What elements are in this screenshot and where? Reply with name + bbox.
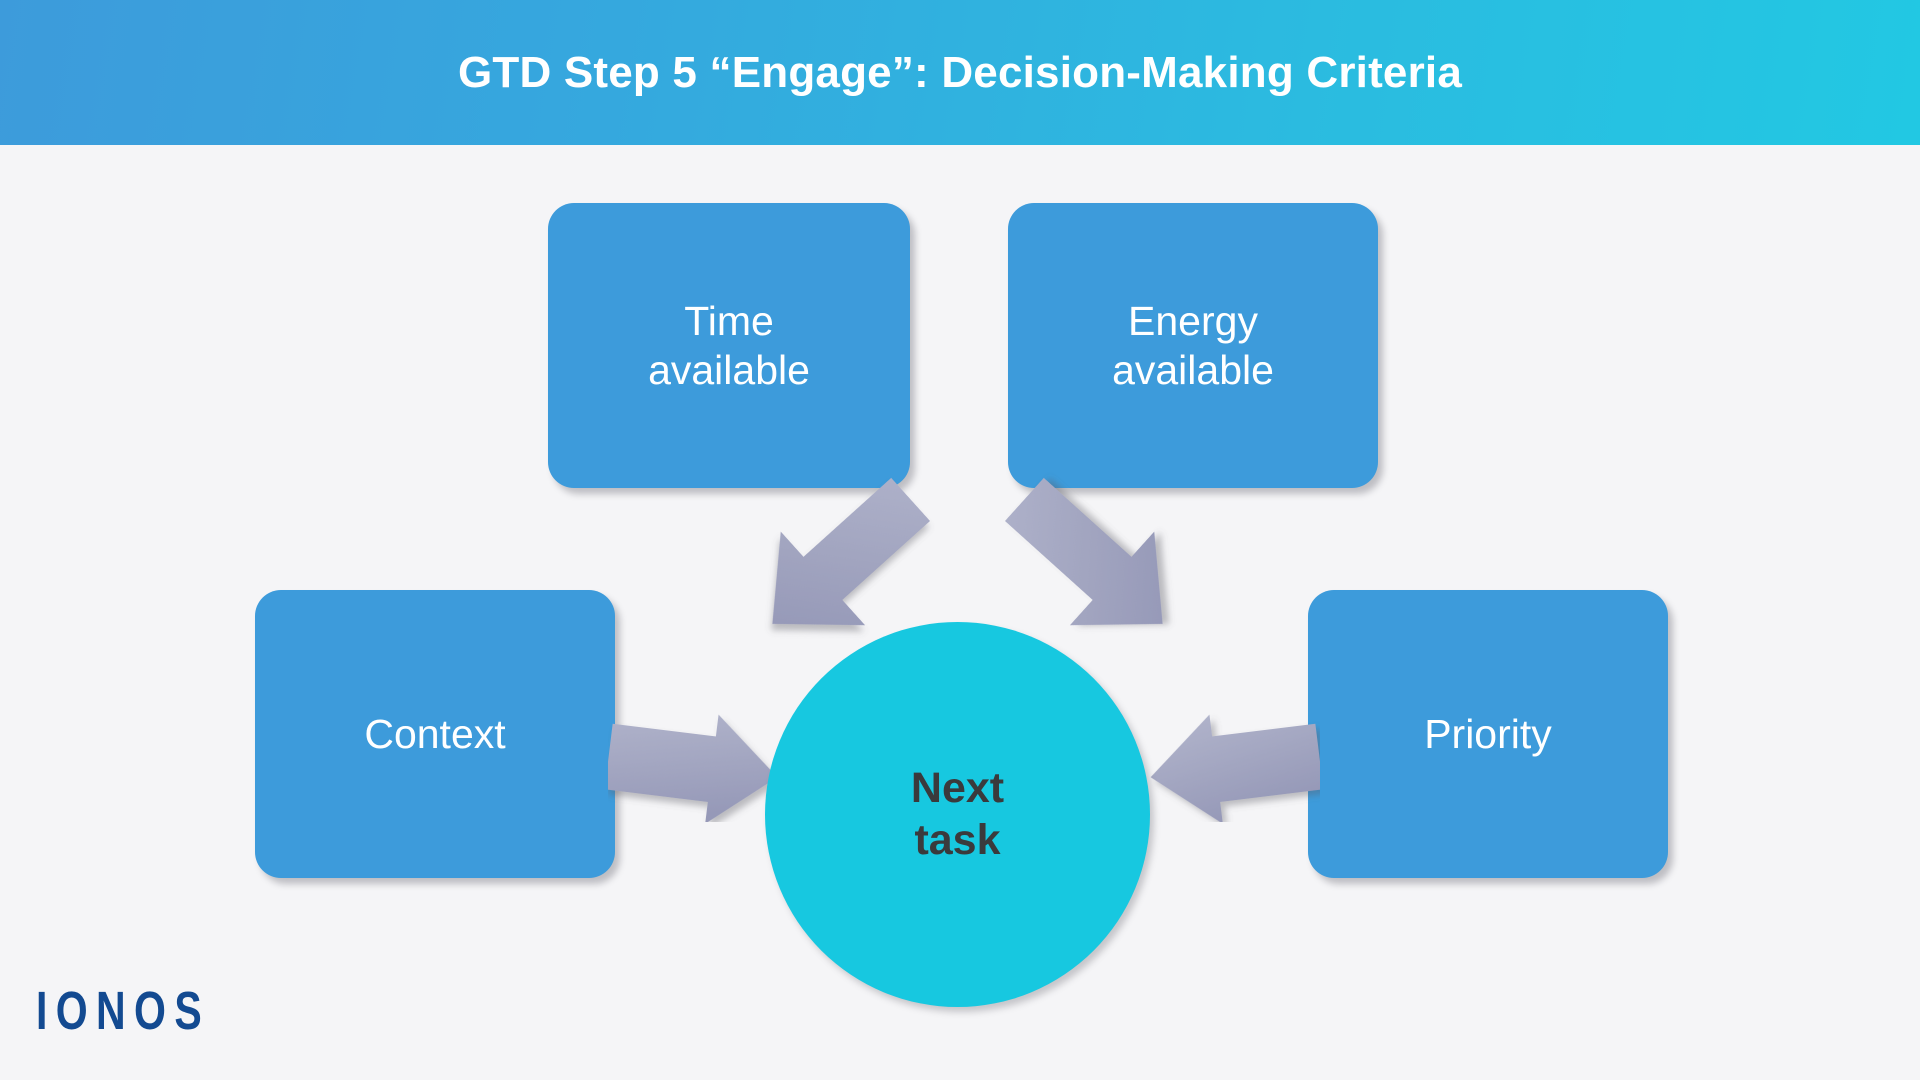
page-title: GTD Step 5 “Engage”: Decision-Making Cri… <box>457 47 1463 97</box>
center-circle-next-task[interactable]: Next task <box>765 622 1150 1007</box>
node-box-energy-label: Energy available <box>1112 298 1274 393</box>
node-box-energy[interactable]: Energy available <box>1008 203 1378 488</box>
node-box-time-label: Time available <box>648 298 810 393</box>
node-box-context-label: Context <box>364 710 506 757</box>
center-circle-label: Next task <box>910 763 1005 864</box>
node-box-time[interactable]: Time available <box>548 203 910 488</box>
arrow-energy-to-task-icon <box>1004 477 1163 626</box>
node-box-context[interactable]: Context <box>255 590 615 878</box>
arrow-priority-to-task-icon <box>1150 714 1320 822</box>
node-box-priority[interactable]: Priority <box>1308 590 1668 878</box>
node-box-priority-label: Priority <box>1424 710 1552 757</box>
header-bar: GTD Step 5 “Engage”: Decision-Making Cri… <box>0 0 1920 145</box>
arrow-context-to-task-icon <box>608 714 778 822</box>
ionos-logo: IONOS <box>36 981 211 1041</box>
arrow-time-to-task-icon <box>772 477 931 626</box>
